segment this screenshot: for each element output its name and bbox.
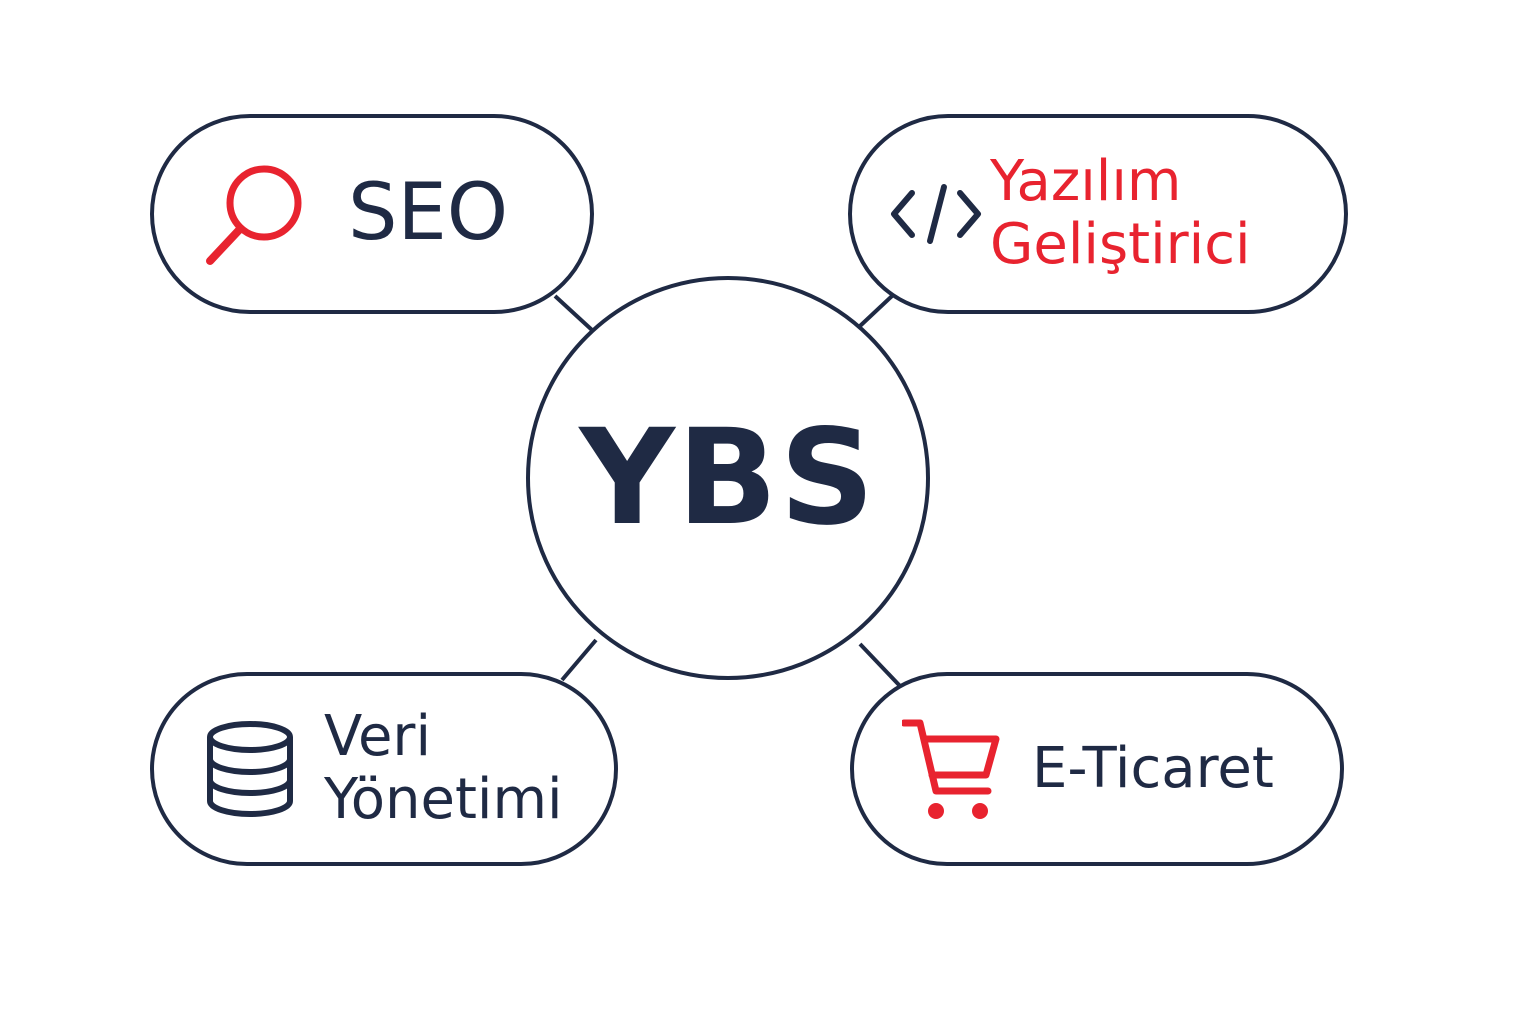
node-ecom-label: E-Ticaret: [1032, 735, 1274, 801]
node-ecom: E-Ticaret: [850, 672, 1344, 866]
search-icon: [204, 159, 308, 269]
connector-hub-data: [560, 638, 598, 682]
connector-hub-ecom: [858, 642, 902, 688]
node-seo-label: SEO: [348, 168, 509, 259]
connector-hub-dev: [858, 294, 894, 328]
hub-circle: YBS: [526, 276, 930, 680]
node-data: Veri Yönetimi: [150, 672, 618, 866]
node-seo: SEO: [150, 114, 594, 314]
hub-label: YBS: [579, 401, 877, 555]
node-dev: Yazılım Geliştirici: [848, 114, 1348, 314]
database-icon: [204, 719, 296, 819]
node-data-label: Veri Yönetimi: [324, 704, 563, 832]
code-icon: [888, 179, 984, 249]
node-dev-label: Yazılım Geliştirici: [990, 149, 1251, 277]
connector-hub-seo: [553, 294, 594, 332]
shopping-cart-icon: [902, 715, 1000, 823]
